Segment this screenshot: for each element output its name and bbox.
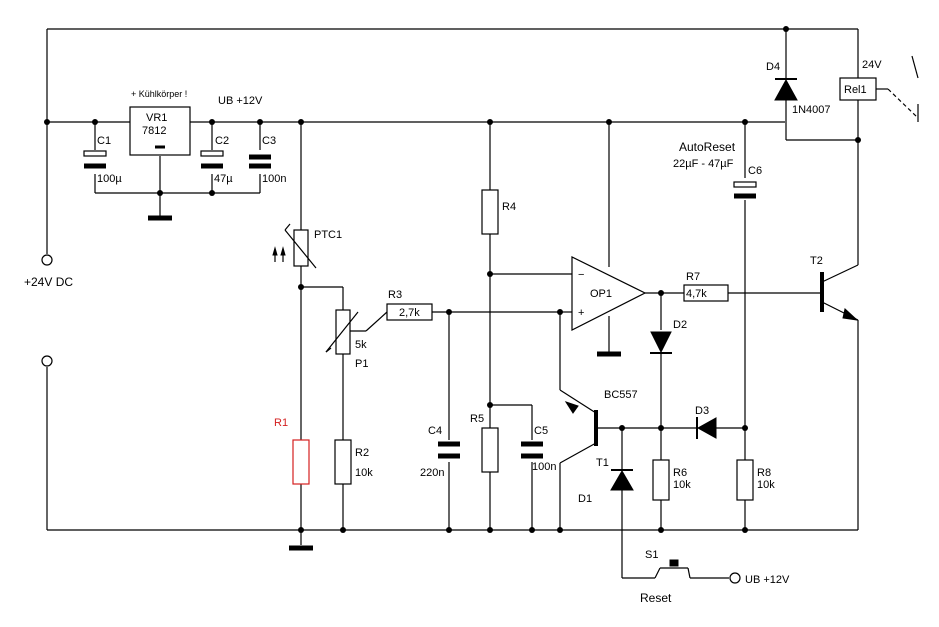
c5-label: C5 [534,425,548,437]
thermistor-ptc1 [272,223,317,269]
rel1-label: Rel1 [844,84,867,96]
d3-label: D3 [695,405,709,417]
c6-label: C6 [748,165,762,177]
r1-label: R1 [274,417,288,429]
r8-value: 10k [757,479,775,491]
pushbutton-s1 [654,559,691,579]
capacitor-c1 [83,150,107,169]
op1-plus: + [578,307,584,319]
diode-d1 [610,469,634,491]
capacitor-c4 [438,441,460,459]
resistor-r1 [292,439,310,485]
c4-value: 220n [420,467,444,479]
r4-label: R4 [502,201,516,213]
r3-value: 2,7k [399,307,420,319]
c4-label: C4 [428,425,442,437]
diode-d2 [650,331,672,354]
r5-label: R5 [470,413,484,425]
r6-value: 10k [673,479,691,491]
vr1-type: 7812 [142,125,166,137]
junction-dots [44,26,861,533]
resistor-r7 [683,284,729,302]
ptc1-label: PTC1 [314,229,342,241]
v24-label: 24V [862,59,882,71]
resistor-r6 [652,459,670,501]
bc557-label: BC557 [604,389,638,401]
reset-label: Reset [640,591,672,605]
p1-label: P1 [355,358,368,370]
diode-d3 [696,417,717,439]
s1-label: S1 [645,549,658,561]
r7-value: 4,7k [686,288,707,300]
capacitor-c2 [200,150,224,169]
resistor-r3 [386,303,433,321]
r8-label: R8 [757,467,771,479]
capacitor-c3 [249,154,271,169]
voltage-regulator-vr1: VR1 7812 [129,106,191,156]
c1-label: C1 [97,135,111,147]
p1-value: 5k [355,339,367,351]
c6-range: 22µF - 47µF [673,158,734,170]
terminal-plus-24v [41,254,53,266]
potentiometer-p1 [325,309,359,355]
c2-label: C2 [215,135,229,147]
ub12-label: UB +12V [218,95,263,107]
c1-value: 100µ [97,173,122,185]
transistor-t2 [820,272,859,321]
relay-rel1 [839,55,919,122]
opamp-op1: − + OP1 [571,256,647,331]
d4-type: 1N4007 [792,104,831,116]
terminal-ub12 [729,572,741,584]
r3-label: R3 [388,289,402,301]
resistor-r4 [481,189,499,235]
op1-label: OP1 [590,288,612,300]
r7-label: R7 [686,271,700,283]
transistor-t1 [564,401,598,446]
autoreset-label: AutoReset [679,140,736,154]
c5-value: 100n [532,461,556,473]
op1-minus: − [578,269,584,281]
capacitor-c6 [733,181,757,199]
vr1-name: VR1 [146,112,167,124]
t2-label: T2 [810,255,823,267]
terminal-gnd [41,355,53,367]
c3-label: C3 [262,135,276,147]
ub12-out-label: UB +12V [745,574,790,586]
c2-value: 47µ [214,173,233,185]
d1-label: D1 [578,493,592,505]
resistor-r8 [736,459,754,501]
resistor-r2 [334,439,352,485]
capacitor-c5 [521,441,543,459]
r6-label: R6 [673,467,687,479]
t1-label: T1 [596,457,609,469]
ground-symbols [148,215,621,551]
d4-label: D4 [766,61,780,73]
c3-value: 100n [262,173,286,185]
heatsink-note: + Kühlkörper ! [131,89,187,99]
r2-value: 10k [355,467,373,479]
input-24v-label: +24V DC [24,275,73,289]
resistor-r5 [481,427,499,473]
d2-label: D2 [673,319,687,331]
diode-d4 [774,78,798,101]
r2-label: R2 [355,447,369,459]
